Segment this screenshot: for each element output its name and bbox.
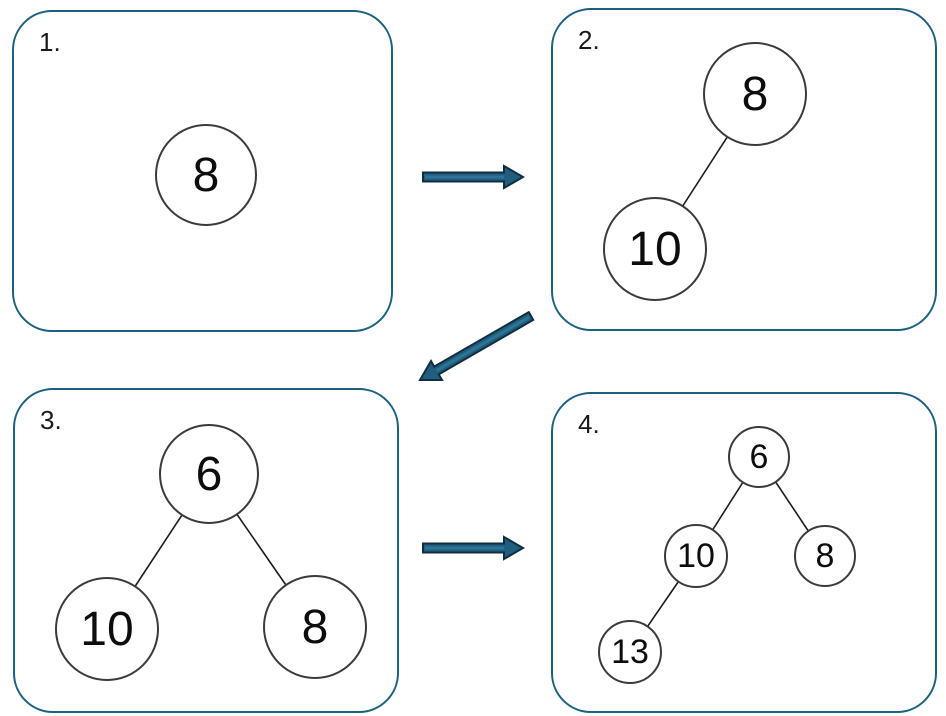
panel-step-1: 1. 8 bbox=[12, 10, 393, 332]
panel-step-3-label: 3. bbox=[40, 405, 62, 435]
panel4-tree-node-6: 6 bbox=[728, 426, 790, 488]
panel4-tree-node-8: 8 bbox=[794, 525, 856, 587]
panel-step-2-label: 2. bbox=[578, 25, 600, 55]
panel4-tree-node-10: 10 bbox=[664, 524, 728, 588]
panel2-tree-node-8: 8 bbox=[703, 42, 807, 146]
panel-step-2: 2. 8 10 bbox=[551, 8, 937, 331]
arrow-step3-to-step4 bbox=[422, 535, 525, 561]
panel4-tree-node-13: 13 bbox=[598, 620, 662, 684]
arrow-step1-to-step2 bbox=[422, 164, 525, 190]
panel3-tree-node-8: 8 bbox=[263, 575, 367, 679]
arrow-step2-to-step3-highlight bbox=[435, 315, 531, 372]
arrow-step2-to-step3 bbox=[418, 310, 535, 381]
panel-step-4-label: 4. bbox=[578, 409, 600, 439]
panel-step-1-label: 1. bbox=[39, 27, 61, 57]
panel2-tree-node-10: 10 bbox=[603, 197, 707, 301]
panel3-tree-node-6: 6 bbox=[159, 424, 259, 524]
panel1-tree-node-8: 8 bbox=[155, 124, 257, 226]
panel3-tree-node-10: 10 bbox=[55, 577, 159, 681]
